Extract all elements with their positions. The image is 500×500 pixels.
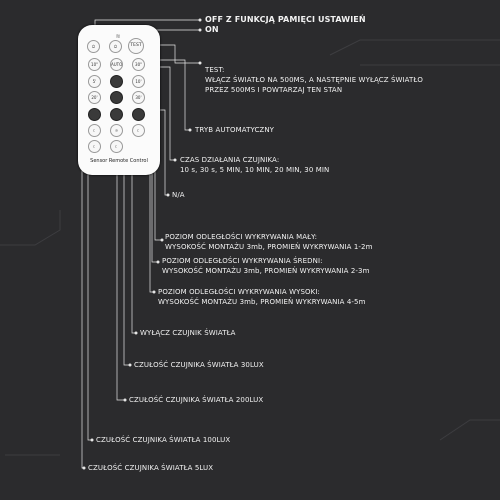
label-lux5: CZUŁOŚĆ CZUJNIKA ŚWIATŁA 5LUX: [88, 464, 214, 472]
label-lux100: CZUŁOŚĆ CZUJNIKA ŚWIATŁA 100LUX: [96, 436, 231, 444]
label-light-off: WYŁĄCZ CZUJNIK ŚWIATŁA: [140, 329, 236, 337]
power-on-button[interactable]: ⏻: [109, 40, 122, 53]
label-range-low-1: POZIOM ODLEGŁOŚCI WYKRYWANIA MAŁY:: [165, 233, 318, 241]
sun-icon-button[interactable]: ☼: [110, 124, 123, 137]
label-test-3: PRZEZ 500MS I POWTARZAJ TEN STAN: [205, 86, 343, 94]
label-auto: TRYB AUTOMATYCZNY: [195, 126, 275, 134]
time-30m-button[interactable]: 30': [132, 91, 145, 104]
power-off-button[interactable]: ⏻: [87, 40, 100, 53]
moon-icon-button[interactable]: ☾: [88, 124, 101, 137]
label-test-2: WŁĄCZ ŚWIATŁO NA 500MS, A NASTĘPNIE WYŁĄ…: [205, 76, 424, 84]
label-range-mid-1: POZIOM ODLEGŁOŚCI WYKRYWANIA ŚREDNI:: [162, 257, 323, 265]
na-button[interactable]: [110, 75, 123, 88]
remote-control: ≋ ⏻ ⏻ TEST 10" AUTO 30" 5' 10' 20' 30' ☾…: [78, 25, 160, 175]
label-off: OFF Z FUNKCJĄ PAMIĘCI USTAWIEŃ: [205, 15, 366, 24]
label-test-1: TEST:: [205, 66, 225, 74]
na-button-2[interactable]: [110, 91, 123, 104]
label-range-low-2: WYSOKOŚĆ MONTAŻU 3mb, PROMIEŃ WYKRYWANIA…: [165, 243, 373, 251]
time-20m-button[interactable]: 20': [88, 91, 101, 104]
label-time-1: CZAS DZIAŁANIA CZUJNIKA:: [180, 156, 280, 164]
label-on: ON: [205, 25, 219, 34]
wifi-icon: ≋: [115, 33, 121, 40]
range-high-button[interactable]: [132, 108, 145, 121]
time-10s-button[interactable]: 10": [88, 58, 101, 71]
range-low-button[interactable]: [88, 108, 101, 121]
label-range-high-2: WYSOKOŚĆ MONTAŻU 3mb, PROMIEŃ WYKRYWANIA…: [158, 298, 366, 306]
remote-brand-label: Sensor Remote Control: [90, 158, 148, 164]
label-range-mid-2: WYSOKOŚĆ MONTAŻU 3mb, PROMIEŃ WYKRYWANIA…: [162, 267, 370, 275]
light-off-button[interactable]: ☾: [132, 124, 145, 137]
time-30s-button[interactable]: 30": [132, 58, 145, 71]
lux-button-b[interactable]: ☾: [110, 140, 123, 153]
label-time-2: 10 s, 30 s, 5 MIN, 10 MIN, 20 MIN, 30 MI…: [180, 166, 330, 174]
label-na: N/A: [172, 191, 185, 199]
auto-button[interactable]: AUTO: [110, 58, 123, 71]
time-10m-button[interactable]: 10': [132, 75, 145, 88]
time-5m-button[interactable]: 5': [88, 75, 101, 88]
test-button[interactable]: TEST: [128, 38, 144, 54]
label-lux30: CZUŁOŚĆ CZUJNIKA ŚWIATŁA 30LUX: [134, 361, 264, 369]
label-range-high-1: POZIOM ODLEGŁOŚCI WYKRYWANIA WYSOKI:: [158, 288, 320, 296]
range-mid-button[interactable]: [110, 108, 123, 121]
lux-button-a[interactable]: ☾: [88, 140, 101, 153]
label-lux200: CZUŁOŚĆ CZUJNIKA ŚWIATŁA 200LUX: [129, 396, 264, 404]
